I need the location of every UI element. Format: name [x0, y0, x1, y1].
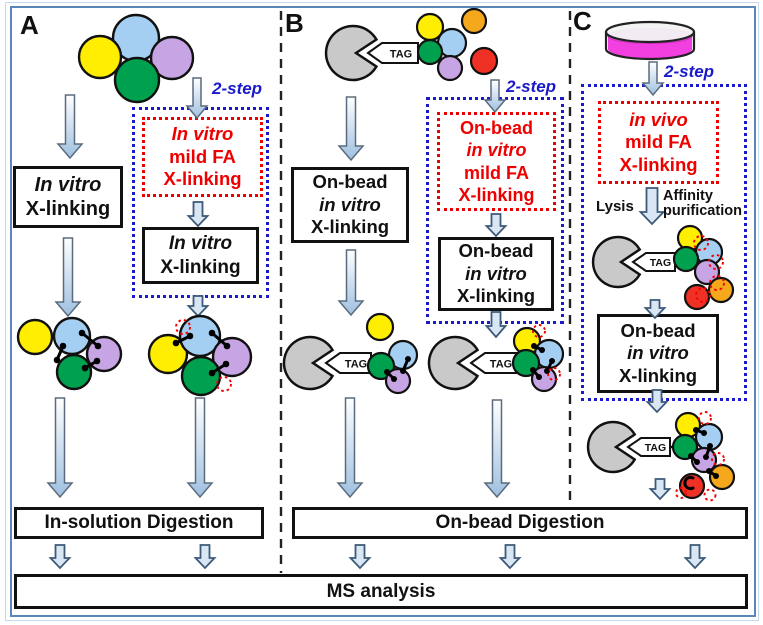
box-line: X-linking [310, 216, 390, 238]
box-line: X-linking [163, 168, 242, 190]
box-line: On-bead [312, 171, 388, 193]
box-line: mild FA [463, 162, 529, 183]
box-line: On-bead [620, 319, 696, 341]
box-line: mild FA [625, 131, 692, 153]
box-line: in vitro [319, 193, 381, 215]
box-line: X-linking [619, 153, 698, 175]
mild-fa-box-b: On-bead in vitro mild FA X-linking [437, 112, 556, 211]
box-line: MS analysis [326, 580, 436, 602]
box-line: X-linking [458, 185, 535, 205]
ms-analysis-box: MS analysis [14, 574, 748, 609]
onbead-xlinking-box-b2: On-bead in vitro X-linking [438, 237, 554, 311]
box-line: On-bead Digestion [435, 512, 605, 534]
box-line: X-linking [25, 198, 111, 220]
in-solution-digestion-box: In-solution Digestion [14, 507, 264, 539]
box-line: in vitro [466, 140, 527, 160]
box-line: mild FA [169, 145, 236, 167]
invitro-xlinking-box-a: In vitro X-linking [13, 166, 123, 228]
invitro-xlinking-box-a2: In vitro X-linking [142, 227, 259, 284]
outer-frame [10, 6, 756, 617]
box-line: In vitro [34, 173, 102, 196]
onbead-xlinking-box-c: On-bead in vitro X-linking [597, 314, 719, 393]
box-line: X-linking [456, 285, 536, 307]
box-line: In vitro [168, 233, 233, 255]
box-line: In vitro [171, 123, 234, 145]
mild-fa-box-a: In vitro mild FA X-linking [142, 117, 263, 197]
box-line: in vivo [629, 108, 688, 130]
outer-frame-light [5, 2, 759, 621]
onbead-xlinking-box-b: On-bead in vitro X-linking [291, 167, 409, 243]
box-line: in vitro [465, 262, 527, 284]
box-line: On-bead [459, 117, 533, 138]
box-line: In-solution Digestion [44, 512, 234, 534]
box-line: X-linking [160, 256, 241, 278]
box-line: in vitro [627, 342, 689, 364]
box-line: X-linking [618, 364, 698, 386]
box-line: On-bead [458, 240, 534, 262]
on-bead-digestion-box: On-bead Digestion [292, 507, 748, 539]
mild-fa-box-c: in vivo mild FA X-linking [598, 101, 719, 184]
